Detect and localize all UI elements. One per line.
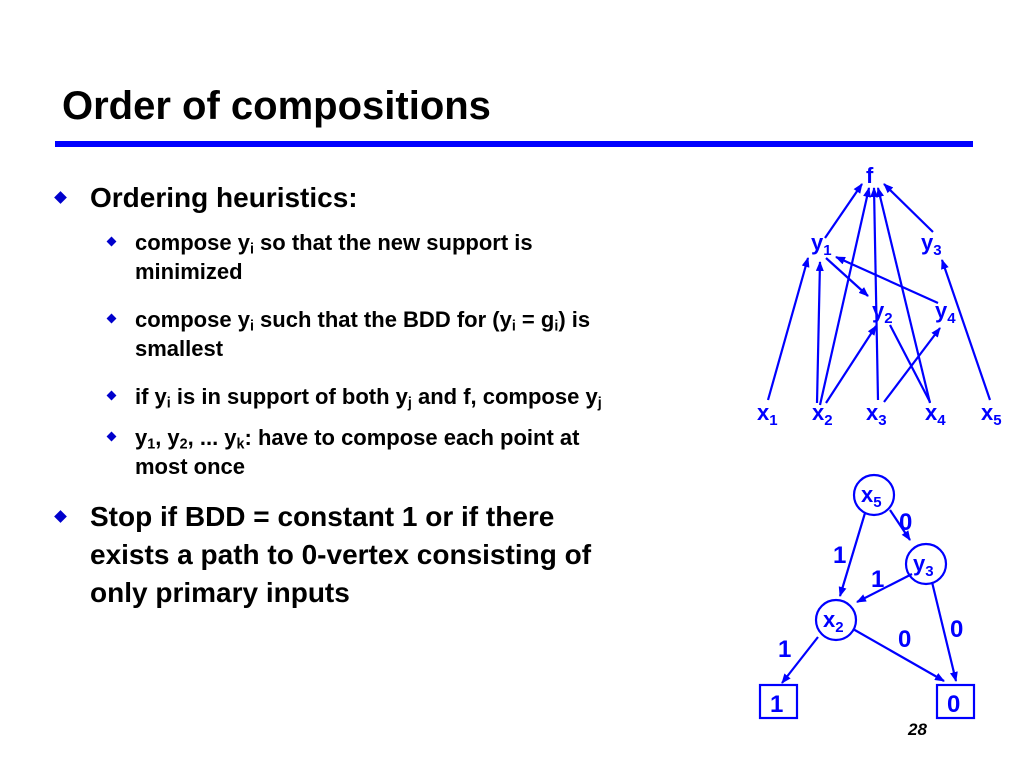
network-labels: f y1 y3 y2 y4 x1 x2 x3 x4 x5 [757, 163, 1002, 429]
page-number: 28 [908, 720, 927, 739]
node-y3: y3 [921, 230, 942, 259]
sub-bullet-new-support: compose yi so that the new support is mi… [135, 228, 533, 286]
text: = g [515, 307, 555, 332]
text: most once [135, 454, 246, 479]
bdd-edge-label-x5-y3: 0 [899, 509, 912, 536]
subscript: i [249, 318, 254, 335]
subscript: 1 [147, 436, 156, 453]
bullet-stop-condition: Stop if BDD = constant 1 or if there exi… [90, 498, 591, 612]
text: so that the new support is [253, 230, 533, 255]
bdd-node-x2 [814, 598, 858, 642]
edge-y2-x4 [889, 324, 931, 403]
bullet-ordering-heuristics: Ordering heuristics: [90, 182, 358, 213]
subscript: i [554, 318, 559, 335]
edge-x3-f [870, 187, 880, 401]
node-x3: x3 [866, 400, 887, 429]
bdd-terminal-0 [935, 683, 976, 720]
sub-bullet-support-both: if yi is in support of both yj and f, co… [135, 382, 602, 411]
bdd-edge-label-x2-1: 1 [778, 636, 791, 663]
text: is in support of both y [170, 384, 408, 409]
node-y2: y2 [872, 298, 893, 327]
bdd-labels: x5 y3 x2 1 0 1 0 1 0 1 0 [770, 482, 963, 718]
edge-x3-y4 [883, 327, 941, 403]
bdd-edge-label-y3-0: 0 [950, 616, 963, 643]
text: compose y [135, 307, 250, 332]
sub-bullet-smallest-bdd: compose yi such that the BDD for (yi = g… [135, 305, 590, 363]
edge-y3-f [883, 183, 934, 233]
bdd-edge-x5-x2 [838, 512, 867, 597]
edge-x2-f [818, 187, 871, 406]
boolean-network [766, 183, 992, 406]
text: ) is [558, 307, 591, 332]
edge-y4-y1 [835, 255, 939, 305]
subscript: k [236, 436, 245, 453]
text: only primary inputs [90, 577, 350, 608]
bdd-label-x2: x2 [823, 607, 844, 636]
slide-title: Order of compositions [62, 84, 491, 128]
edge-x4-f [876, 187, 932, 404]
node-x2: x2 [812, 400, 833, 429]
edge-y1-y2 [825, 257, 869, 297]
text: smallest [135, 336, 224, 361]
subscript: i [511, 318, 516, 335]
bdd-edge-label-x5-x2: 1 [833, 542, 846, 569]
subscript: 2 [179, 436, 188, 453]
title-underline [55, 141, 973, 147]
bdd-diagram [758, 473, 976, 720]
bdd-edge-label-y3-x2: 1 [871, 566, 884, 593]
node-x5: x5 [981, 400, 1002, 429]
text: if y [135, 384, 167, 409]
subscript: i [166, 395, 171, 412]
node-x1: x1 [757, 400, 778, 429]
bdd-label-y3: y3 [913, 551, 934, 580]
edge-x2-y2 [825, 325, 877, 404]
text: : have to compose each point at [244, 425, 580, 450]
bdd-edge-y3-0 [930, 581, 958, 682]
text: , y [155, 425, 180, 450]
bdd-terminal-1-label: 1 [770, 691, 783, 718]
bdd-edge-x2-0 [852, 628, 945, 682]
bdd-edge-x5-y3 [889, 509, 911, 541]
text: compose y [135, 230, 250, 255]
text: exists a path to 0-vertex consisting of [90, 539, 592, 570]
node-y4: y4 [935, 298, 956, 327]
edge-y1-f [824, 183, 863, 239]
node-y1: y1 [811, 230, 832, 259]
edge-x1-y1 [766, 257, 810, 401]
edge-x5-y3 [940, 259, 992, 401]
bdd-node-x5 [852, 473, 896, 517]
sub-bullet-compose-once: y1, y2, ... yk: have to compose each poi… [135, 423, 579, 481]
text: , ... y [187, 425, 237, 450]
bdd-edge-x2-1 [781, 636, 819, 684]
node-f: f [866, 163, 874, 188]
text: minimized [135, 259, 243, 284]
text: such that the BDD for (y [253, 307, 512, 332]
node-x4: x4 [925, 400, 946, 429]
bdd-terminal-0-label: 0 [947, 691, 960, 718]
bdd-node-y3 [904, 542, 948, 586]
bdd-label-x5: x5 [861, 482, 882, 511]
subscript: i [249, 241, 254, 258]
text: and f, compose y [411, 384, 598, 409]
bdd-edge-label-x2-0: 0 [898, 626, 911, 653]
bdd-edge-y3-x2 [856, 573, 913, 603]
text: y [135, 425, 148, 450]
bdd-terminal-1 [758, 683, 799, 720]
subscript: j [407, 395, 412, 412]
subscript: j [597, 395, 602, 412]
text: Stop if BDD = constant 1 or if there [90, 501, 555, 532]
edge-x2-y1 [815, 261, 824, 404]
